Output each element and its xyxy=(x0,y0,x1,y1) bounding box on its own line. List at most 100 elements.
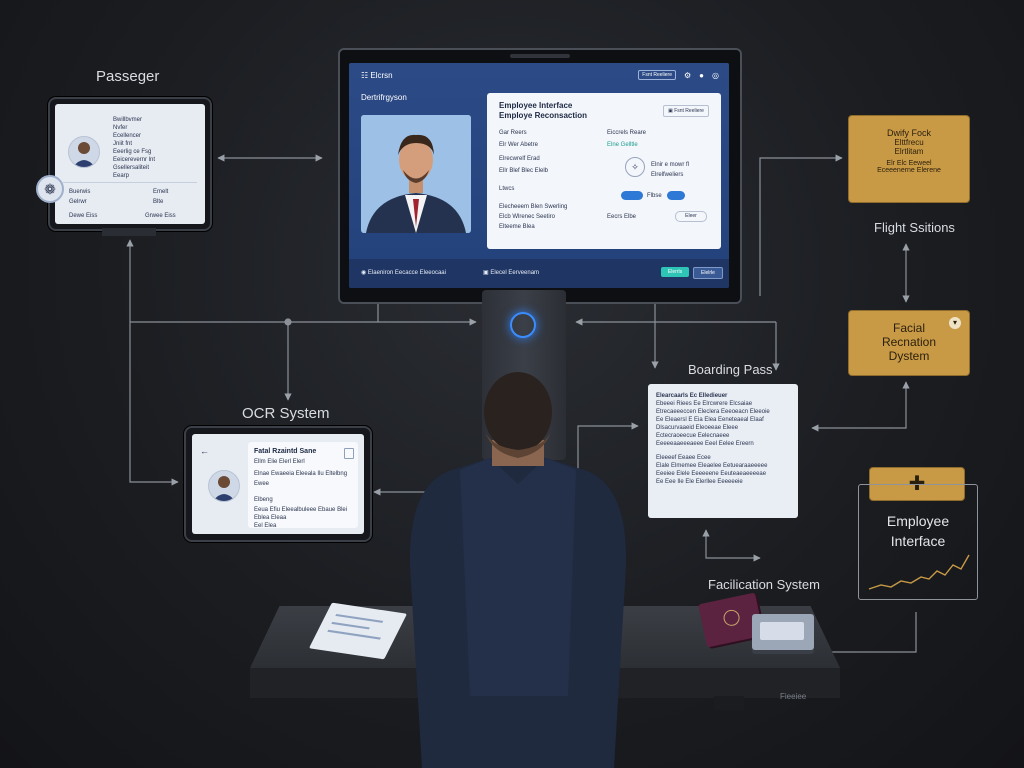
employee-interface-card: Employee Interface Employe Reconsaction … xyxy=(487,93,721,249)
ocr-line: Eel Elea xyxy=(254,523,277,529)
passenger-line: Bwillbvmer xyxy=(113,117,143,123)
status-pill[interactable] xyxy=(667,191,685,200)
monitor-camera xyxy=(510,54,570,58)
trend-sparkline xyxy=(868,554,970,590)
card-field: Flbse xyxy=(647,193,662,199)
app-title-text: Elcrsn xyxy=(370,71,393,80)
ocr-line: Elnae Ewaeeia Eleeala Ilu Eltelbng xyxy=(254,471,348,477)
passenger-cell: Gelrwr xyxy=(69,199,87,205)
passenger-divider xyxy=(63,182,197,183)
card-field: Ltwcs xyxy=(499,186,515,192)
monitor-footer: ◉ Elaeniron Eecacce Eleeocaai ▣ Elecel E… xyxy=(349,259,729,288)
card-field: Elecheeem Blen Swerling xyxy=(499,204,568,210)
monitor-screen: ☷ Elcrsn Fsnt Reeliere ⚙ ● ◎ Dertrifrgys… xyxy=(349,63,729,288)
card-field: Ellr Blef Blec Elelb xyxy=(499,168,549,174)
label-passenger: Passeger xyxy=(96,68,160,85)
bp-list: Elearcaarls Ec Elledieuer Ebeeei Riees E… xyxy=(656,392,770,486)
app-title: ☷ Elcrsn xyxy=(361,71,393,80)
ocr-tablet[interactable]: ← Fatal Rzaintd Sane Ellm Elie Elerl Ele… xyxy=(184,426,372,542)
notification-icon[interactable]: ◎ xyxy=(712,70,719,80)
fingerprint-icon[interactable]: ❁ xyxy=(36,175,64,203)
bp-line: Ectecraoeecue Eelecnaeee xyxy=(656,433,730,439)
facial-card-line: Dystem xyxy=(888,349,930,363)
passenger-line: Ecellencer xyxy=(113,133,142,139)
flight-card-line: Elrtlitam xyxy=(894,147,924,156)
card-header-button-label: Fsnt Reeliere xyxy=(674,108,704,114)
label-facilitation-system: Facilication System xyxy=(708,577,820,592)
tablet-stand xyxy=(102,228,156,236)
footer-left: ◉ Elaeniron Eecacce Eleeocaai xyxy=(361,270,446,276)
card-subtitle: Employe Reconsaction xyxy=(499,111,588,120)
desk-caption: Fieeiee xyxy=(780,692,807,701)
footer-left-text: Elaeniron Eecacce Eleeocaai xyxy=(367,270,446,276)
header-button[interactable]: Fsnt Reeliere xyxy=(638,70,676,80)
ocr-subtitle: Ellm Elie Elerl Elerl xyxy=(254,459,305,465)
passenger-cell: Grwee Eiss xyxy=(145,213,176,219)
passenger-avatar xyxy=(68,136,100,168)
bp-line: Etrecaeeeccen Eleclera Eeeoeacn Eleeoie xyxy=(656,409,770,415)
card-field: Elrelfweliers xyxy=(651,172,684,178)
passenger-cell: Buerwis xyxy=(69,189,91,195)
label-boarding-pass: Boarding Pass xyxy=(688,362,773,377)
card-header-button[interactable]: ▣ Fsnt Reeliere xyxy=(663,105,709,117)
desk-leg xyxy=(714,696,744,710)
footer-mid: ▣ Elecel Eerveenam xyxy=(483,270,540,276)
primary-button[interactable]: Elerrls xyxy=(661,267,689,277)
flight-card-title: Dwify Fock xyxy=(886,128,931,138)
info-icon[interactable]: ▾ xyxy=(949,317,961,329)
settings-icon[interactable]: ⚙ xyxy=(684,70,692,80)
passenger-cell: Dewe Eiss xyxy=(69,213,98,219)
card-field: Elne Gelltle xyxy=(607,142,638,148)
bp-line: Eleeeef Eeaee Ecee xyxy=(656,455,711,461)
header-toolbar: Fsnt Reeliere ⚙ ● ◎ xyxy=(638,70,719,80)
ocr-avatar xyxy=(208,470,240,502)
passenger-line: Eeicerevernr lnt xyxy=(113,157,156,163)
back-arrow-icon[interactable]: ← xyxy=(200,446,209,456)
shield-icon: ✧ xyxy=(625,157,645,177)
facial-card-line: Recnation xyxy=(881,335,937,349)
bp-line: Dlsacurvaaeid Eleoeeae Eleee xyxy=(656,425,739,431)
ocr-title: Fatal Rzaintd Sane xyxy=(254,448,317,455)
ocr-doc-icon xyxy=(344,448,354,459)
left-title: Dertrifrgyson xyxy=(361,93,407,102)
bp-line: Eeeeeaaeeeaeee Eeel Eelee Ereern xyxy=(656,441,754,447)
facial-recognition-card: Facial Recnation Dystem ▾ xyxy=(849,311,969,375)
card-field: Elrecwrelf Erad xyxy=(499,156,540,162)
bp-line: Ee Eee Ile Ele Elerllee Eeeeeeie xyxy=(656,479,743,485)
passenger-tablet[interactable]: Bwillbvmer Nvfer Ecellencer Jniit fnt Ee… xyxy=(36,97,212,231)
ocr-line: Eeua Efiu Eleealbuleee Ebaue Blei xyxy=(254,507,348,513)
status-pill[interactable] xyxy=(621,191,643,200)
flight-card-line: Elttfrecu xyxy=(894,138,924,147)
card-field: Elteeme Blea xyxy=(499,224,535,230)
ocr-card: Fatal Rzaintd Sane Ellm Elie Elerl Elerl… xyxy=(248,442,358,529)
ocr-line: Elbeng xyxy=(254,497,273,503)
bp-line: Ee Eleaersl E Eia Elea Eeneteaeal Elaaf xyxy=(656,417,764,423)
facial-card-line: Facial xyxy=(892,321,925,335)
card-field: Elnir e mowr fl xyxy=(651,162,690,168)
ocr-line: Eblea Eleaa xyxy=(254,515,287,521)
flight-card-line: Elr Elc Eeweel xyxy=(886,160,932,167)
passenger-line: Eearp xyxy=(113,173,130,179)
flight-stations-card: Dwify Fock Elttfrecu Elrtlitam Elr Elc E… xyxy=(849,116,969,202)
ocr-tablet-screen: ← Fatal Rzaintd Sane Ellm Elie Elerl Ele… xyxy=(192,434,364,534)
footer-mid-text: Elecel Eerveenam xyxy=(490,270,540,276)
employee-interface-box: Employee Interface xyxy=(858,484,978,600)
passenger-tablet-screen: Bwillbvmer Nvfer Ecellencer Jniit fnt Ee… xyxy=(55,104,205,224)
card-field: Elcb Wlrenec Seetiro xyxy=(499,214,556,220)
employee-figure xyxy=(409,372,627,768)
card-title: Employee Interface xyxy=(499,101,573,110)
user-icon[interactable]: ● xyxy=(699,70,705,80)
secondary-button[interactable]: Elelrle xyxy=(693,267,723,279)
passenger-cell: Emelt xyxy=(153,189,169,195)
card-reader xyxy=(752,614,814,650)
passenger-line: Gsellersaliteit xyxy=(113,165,150,171)
passenger-details: Bwillbvmer Nvfer Ecellencer Jniit fnt Ee… xyxy=(113,116,155,180)
card-toggle[interactable]: Eleer xyxy=(675,211,707,222)
main-monitor: ☷ Elcrsn Fsnt Reeliere ⚙ ● ◎ Dertrifrgys… xyxy=(338,48,742,304)
label-ocr-system: OCR System xyxy=(242,405,330,422)
flight-card-line: Eceeenerne Elerene xyxy=(877,167,941,174)
card-field: Elr Wer Abetre xyxy=(499,142,538,148)
passenger-cell: Blte xyxy=(153,199,164,205)
label-flight-stations: Flight Ssitions xyxy=(874,220,955,235)
